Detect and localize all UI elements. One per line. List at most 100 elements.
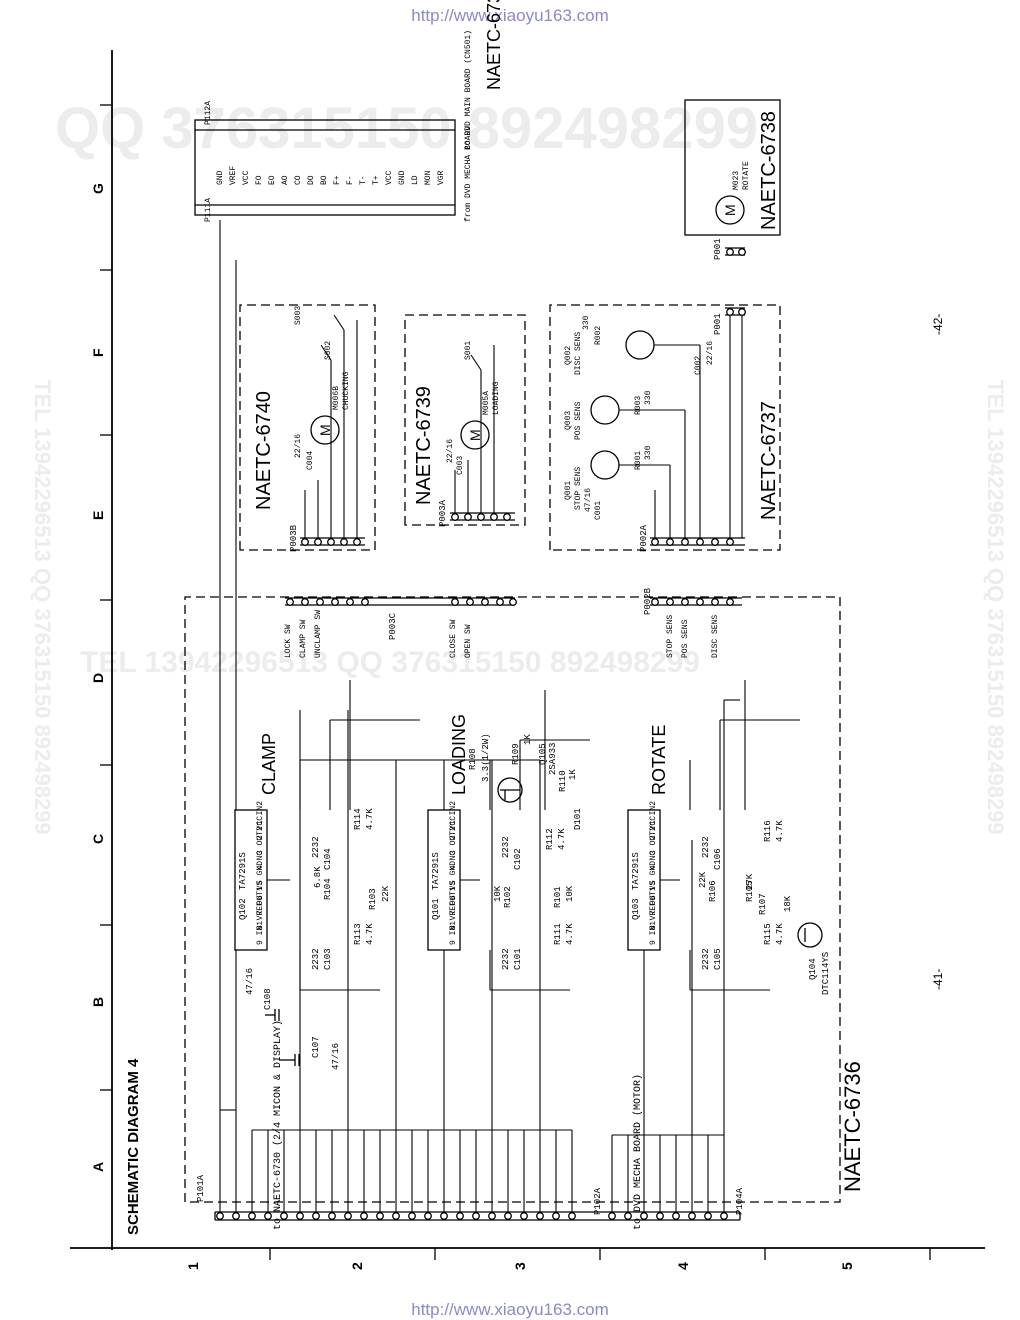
connector-g-pins: GND VREF VCC FO EO AO CO DO BO F+ F- T- … [216, 166, 446, 185]
svg-text:2 VCC: 2 VCC [256, 816, 265, 840]
label-r002: R002 [594, 326, 603, 345]
ic-q102-ref: Q102 [238, 898, 248, 920]
svg-text:T-: T- [359, 175, 368, 185]
connector-label-p001: P001 [713, 313, 723, 335]
label-r110: R110 [558, 770, 568, 792]
label-c003: C003 [456, 456, 465, 475]
svg-text:7 OUT1: 7 OUT1 [449, 886, 458, 915]
svg-text:5 GND: 5 GND [449, 861, 458, 885]
motor-m023 [715, 195, 745, 225]
label-r105: R105 [745, 880, 755, 902]
grid-letter-a: A [90, 1162, 106, 1172]
capacitor-c107 [280, 1054, 300, 1066]
connector-label-p003b: P003B [289, 524, 299, 552]
label-c002: C002 [694, 356, 703, 375]
connector-dest-main-board: to DVD MAIN BOARD (CN501) [464, 30, 473, 150]
motor-m005a [460, 420, 490, 450]
ic-q101-part: TA7291S [431, 852, 441, 890]
connector-label-p002a: P002A [639, 524, 649, 552]
board-outline-6738 [684, 99, 781, 236]
connector-label-p003a: P003A [438, 499, 448, 527]
svg-text:8 VREF: 8 VREF [649, 901, 658, 930]
grid-number-5: 5 [839, 1262, 855, 1270]
value-r003: 330 [644, 390, 653, 405]
value-c107: 47/16 [331, 1043, 341, 1070]
svg-text:4 NC: 4 NC [256, 851, 265, 870]
function-m006b: CHUCKING [342, 371, 351, 410]
svg-text:OPEN SW: OPEN SW [464, 624, 473, 658]
connector-p003a [450, 512, 515, 521]
svg-text:VCC: VCC [242, 170, 251, 185]
svg-text:POS SENS: POS SENS [681, 619, 690, 658]
value-r116: 4.7K [775, 820, 785, 842]
label-r003: R003 [634, 396, 643, 415]
value-r002: 330 [582, 315, 591, 330]
label-r107: R107 [758, 893, 768, 915]
ic-q103-ref: Q103 [631, 898, 641, 920]
value-r101: 10K [565, 885, 575, 902]
svg-text:CLOSE SW: CLOSE SW [449, 619, 458, 658]
label-r112: R112 [545, 828, 555, 850]
svg-text:UNCLAMP SW: UNCLAMP SW [314, 610, 323, 658]
source-url-top[interactable]: http://www.xiaoyu163.com [411, 6, 609, 25]
value-r109: 1K [523, 734, 533, 745]
board-label-6737: NAETC-6737 [758, 401, 780, 520]
section-loading: LOADING [449, 714, 469, 795]
label-c108: C108 [263, 988, 273, 1010]
svg-text:DO: DO [307, 175, 316, 185]
page-number-right: -42- [931, 314, 945, 335]
value-r001: 330 [644, 445, 653, 460]
label-c104: C104 [323, 848, 333, 870]
section-rotate: ROTATE [649, 725, 669, 795]
svg-text:M: M [722, 204, 738, 216]
svg-text:STOP SENS: STOP SENS [666, 615, 675, 658]
connector-label-p003c: P003C [388, 612, 398, 640]
connector-label-p002b: P002B [643, 587, 653, 615]
value-r110: 1K [568, 769, 578, 780]
value-c004: 22/16 [294, 434, 303, 458]
board-outline-6740 [239, 304, 376, 551]
svg-text:5 GND: 5 GND [649, 861, 658, 885]
svg-text:EO: EO [268, 175, 277, 185]
svg-text:2 VCC: 2 VCC [649, 816, 658, 840]
transistor-q105 [497, 777, 523, 803]
connector-p002a [650, 537, 745, 546]
source-url-bottom[interactable]: http://www.xiaoyu163.com [411, 1300, 609, 1319]
board-outline-6739 [404, 314, 526, 526]
value-r104: 6.8K [313, 866, 323, 888]
svg-text:9 IN1: 9 IN1 [449, 921, 458, 945]
svg-text:F-: F- [346, 175, 355, 185]
svg-text:9 IN1: 9 IN1 [256, 921, 265, 945]
label-q105: Q105 [538, 743, 548, 765]
value-r105: 27K [745, 873, 755, 890]
connector-dest-micon: to NAETC-6730 (2/4 MICON & DISPLAY) [272, 1020, 284, 1230]
sensor-wiring [619, 315, 743, 538]
svg-text:7 OUT1: 7 OUT1 [256, 886, 265, 915]
value-r103: 22K [381, 885, 391, 902]
ic-q103-part: TA7291S [631, 852, 641, 890]
switch-wiring-6739 [454, 345, 495, 513]
value-c002: 22/16 [706, 341, 715, 365]
svg-text:1 IN2: 1 IN2 [649, 801, 658, 825]
ic-q102-pins: 9 IN1 8 VREF 7 OUT1 6 VS 5 GND 4 NC 3 OU… [256, 801, 265, 945]
grid-letter-g: G [90, 183, 106, 194]
value-c003: 22/16 [446, 439, 455, 463]
svg-text:CO: CO [294, 175, 303, 185]
svg-text:AO: AO [281, 175, 290, 185]
svg-text:1 IN2: 1 IN2 [256, 801, 265, 825]
label-r111: R111 [553, 923, 563, 945]
grid-number-1: 1 [185, 1262, 201, 1270]
svg-text:LD: LD [411, 175, 420, 185]
label-m006b: M006B [332, 386, 341, 410]
svg-text:8 VREF: 8 VREF [449, 901, 458, 930]
p101a-pins [216, 1212, 728, 1220]
board-label-6738: NAETC-6738 [758, 111, 780, 230]
board-label-6736: NAETC-6736 [840, 1061, 865, 1192]
ic-q101-pins: 9 IN1 8 VREF 7 OUT1 6 VS 5 GND 4 NC 3 OU… [449, 801, 458, 945]
page-number-left: -41- [931, 969, 945, 990]
connector-label-p112a: P112A [204, 101, 213, 125]
svg-text:M: M [467, 429, 483, 441]
part-q104: DTC114YS [821, 952, 831, 995]
function-q003: POS SENS [574, 401, 583, 440]
svg-text:GND: GND [216, 170, 225, 185]
